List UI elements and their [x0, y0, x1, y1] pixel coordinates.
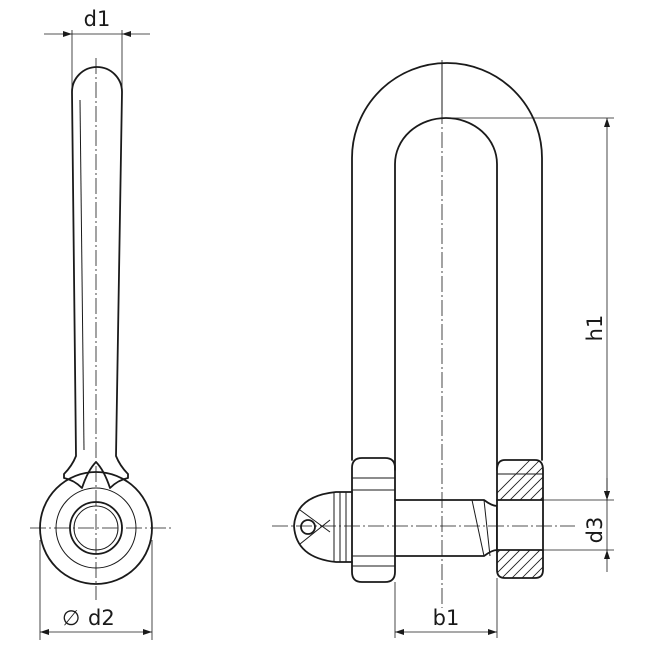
dimension-label-h1: h1 [583, 315, 607, 342]
dimension-label-d3: d3 [583, 517, 607, 544]
front-view [272, 60, 575, 608]
front-view-shackle-body [351, 62, 543, 461]
dimension-label-d2: d2 [88, 606, 115, 630]
dimension-d2: ∅ d2 [39, 540, 153, 640]
dimension-h1: h1 [450, 117, 614, 501]
side-view [30, 58, 172, 600]
dimension-label-b1: b1 [433, 606, 460, 630]
front-view-shackle-inner [394, 117, 498, 471]
dimension-label-d1: d1 [84, 7, 111, 31]
front-view-nut-section [496, 459, 544, 579]
dimension-d3: d3 [543, 478, 614, 572]
side-view-shaft [63, 66, 129, 489]
side-view-shaft-edge [79, 99, 85, 451]
dimension-b1: b1 [394, 578, 498, 638]
dimension-label-d2-prefix: ∅ [62, 606, 80, 630]
front-view-pin-head [293, 491, 353, 563]
dimension-d1: d1 [44, 7, 150, 92]
front-view-pin-hole [300, 519, 316, 535]
front-view-left-eye [351, 457, 396, 583]
